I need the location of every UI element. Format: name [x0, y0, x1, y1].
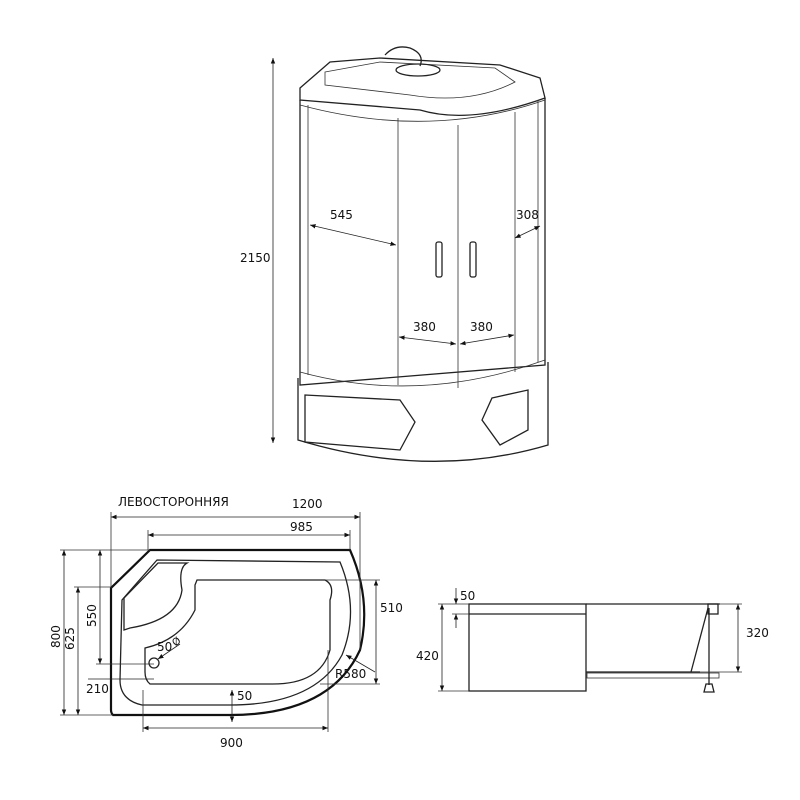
cabin-roof — [299, 57, 546, 116]
shower-head — [395, 63, 441, 77]
depth-800-label: 800 — [49, 625, 63, 648]
roof-panel — [324, 61, 516, 99]
width-1200-label: 1200 — [292, 497, 323, 511]
door-frames — [307, 100, 539, 388]
side-panel-label: 545 — [330, 208, 353, 222]
door-left-label: 380 — [413, 320, 436, 334]
tray-basin — [144, 579, 333, 685]
right-panel-label: 308 — [516, 208, 539, 222]
door-right-label: 380 — [470, 320, 493, 334]
depth-510-label: 510 — [380, 601, 403, 615]
height-420-label: 420 — [416, 649, 439, 663]
door-handle-right — [469, 241, 477, 278]
side-extension-lines — [438, 603, 469, 692]
cabin-base — [297, 362, 549, 462]
support-frame — [586, 672, 720, 679]
side-panel-dimension-line — [309, 224, 397, 246]
width-900-label: 900 — [220, 736, 243, 750]
top-arc — [299, 99, 546, 122]
depth-320-label: 320 — [746, 626, 769, 640]
leg-foot — [703, 683, 715, 693]
drain-hole — [148, 657, 160, 669]
right-panel-dimension-line — [514, 225, 541, 239]
side-skirt-panel — [468, 603, 587, 692]
side-view-tray: 420 50 320 — [416, 588, 769, 693]
front-view-cabin: 2150 545 308 380 380 — [240, 46, 549, 462]
tray-inner-rim — [119, 559, 352, 706]
door-left-dimension-line — [398, 335, 457, 346]
tray-wall-slope — [690, 607, 709, 673]
extension-lines-top — [110, 512, 361, 650]
width-985-label: 985 — [290, 520, 313, 534]
height-label: 2150 — [240, 251, 271, 265]
door-handle-left — [435, 241, 443, 278]
drain-diameter-label: 50 — [157, 640, 172, 654]
depth-625-label: 625 — [63, 627, 77, 650]
plan-title: ЛЕВОСТОРОННЯЯ — [118, 495, 229, 509]
rim-thickness-label: 50 — [460, 589, 475, 603]
shower-hose — [384, 46, 422, 67]
extension-lines-left — [60, 549, 154, 716]
right-extension-lines — [700, 603, 742, 673]
base-panel-left — [304, 394, 416, 451]
drain-offset-label: 210 — [86, 682, 109, 696]
depth-550-label: 550 — [85, 604, 99, 627]
tray-outer-rim — [109, 548, 366, 717]
radius-label: R580 — [335, 667, 366, 681]
bottom-arc — [299, 359, 546, 387]
cabin-body — [299, 98, 546, 386]
rim-50-label: 50 — [237, 689, 252, 703]
radius-leader — [345, 654, 376, 673]
extension-lines-bottom — [142, 650, 329, 732]
plan-view-tray: ЛЕВОСТОРОННЯЯ 50 Ø 1200 985 800 625 550 … — [49, 495, 403, 750]
base-panel-right — [481, 389, 529, 446]
tray-seat — [123, 562, 190, 631]
door-right-dimension-line — [459, 333, 515, 346]
drain-leader — [157, 643, 181, 660]
extension-lines-right — [320, 579, 380, 685]
